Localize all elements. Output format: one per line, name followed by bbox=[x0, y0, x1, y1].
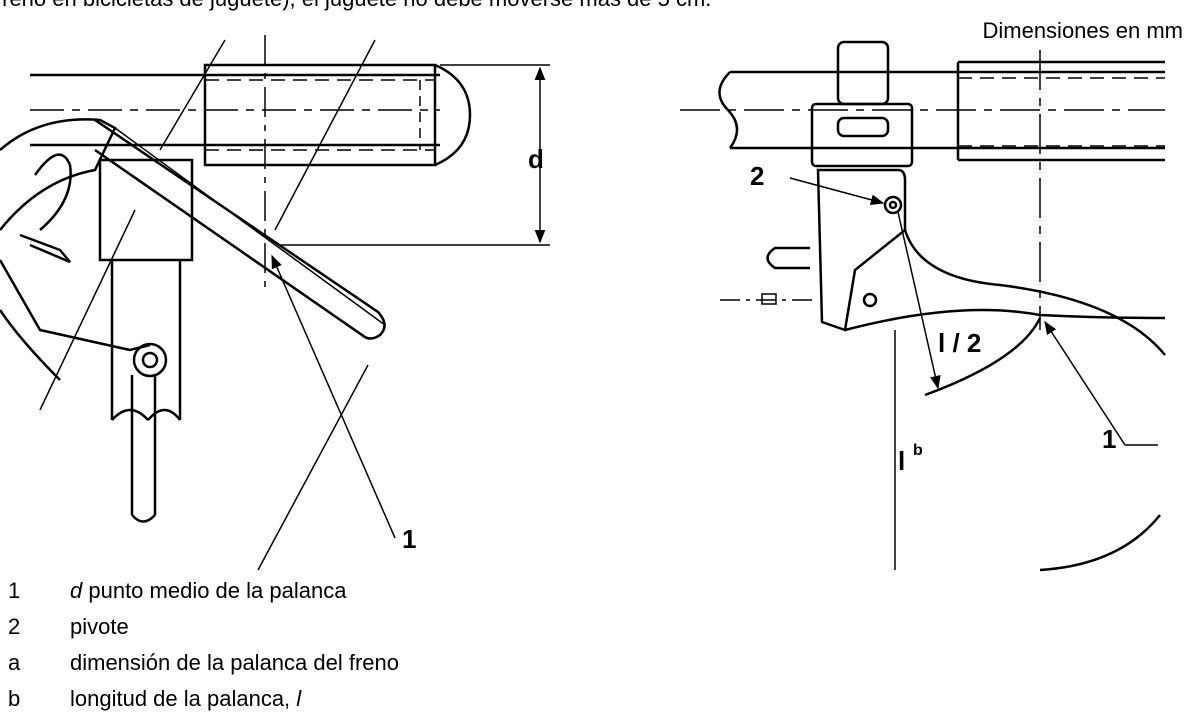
legend-key: 2 bbox=[8, 614, 21, 639]
legend-text: pivote bbox=[70, 614, 129, 639]
right-lever-arm bbox=[903, 229, 1166, 356]
left-midpoint-callout: 1 bbox=[402, 524, 416, 554]
grip bbox=[203, 63, 437, 167]
legend-italic: d bbox=[70, 578, 83, 603]
brake-lever bbox=[94, 118, 386, 340]
units-note: Dimensiones en mm bbox=[982, 18, 1183, 43]
legend-italic: l bbox=[296, 686, 302, 711]
dimension-d-label: d bbox=[528, 144, 544, 174]
right-pivot bbox=[883, 195, 903, 215]
brake-clamp bbox=[98, 158, 194, 262]
right-midpoint-callout: 1 bbox=[1102, 424, 1116, 454]
legend-key: a bbox=[8, 650, 21, 675]
left-view bbox=[0, 35, 550, 571]
legend-text: longitud de la palanca, bbox=[70, 686, 297, 711]
length-superscript: b bbox=[913, 442, 923, 459]
pivot-inner bbox=[141, 351, 159, 369]
pivot-outer bbox=[132, 342, 168, 378]
half-length-label: l / 2 bbox=[938, 328, 981, 358]
legend-text: dimensión de la palanca del freno bbox=[70, 650, 400, 675]
grip-end-cap bbox=[434, 63, 472, 167]
legend-key: 1 bbox=[8, 578, 21, 603]
intro-text-fragment: freno en bicicletas de juguete), el jugu… bbox=[0, 0, 711, 12]
pivot-callout: 2 bbox=[750, 161, 764, 191]
left-midpoint-leader bbox=[271, 254, 396, 539]
right-midpoint-leader bbox=[1044, 320, 1126, 446]
brake-lever-diagram: d 1 bbox=[0, 35, 1166, 572]
legend-key: b bbox=[8, 686, 21, 711]
legend-text: punto medio de la palanca bbox=[82, 578, 347, 603]
right-lever-body bbox=[816, 168, 907, 332]
right-view bbox=[680, 40, 1166, 572]
half-length-line bbox=[897, 211, 941, 390]
length-label: l bbox=[898, 446, 905, 476]
